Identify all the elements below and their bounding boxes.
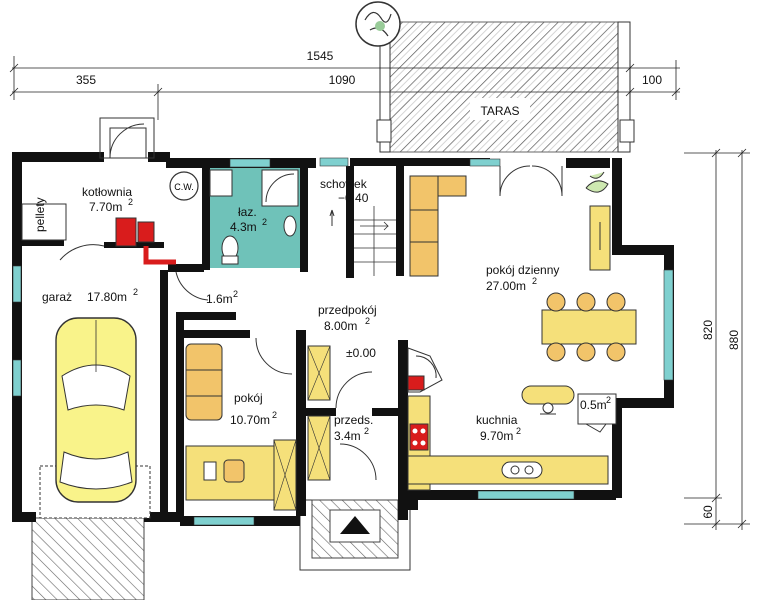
plant-icon [585, 171, 609, 193]
terrace-plant-icon [355, 1, 401, 47]
bathroom-fixtures [209, 169, 299, 265]
vestibule-area-sup: 2 [364, 426, 369, 436]
terrace-label: TARAS [480, 104, 519, 118]
wardrobe-icon [273, 439, 297, 511]
room-area-sup: 2 [272, 410, 277, 420]
windows [12, 157, 674, 526]
tv-cabinet-icon [589, 205, 611, 271]
entrance-steps [299, 499, 411, 571]
boiler-room-area: 7.70m [89, 200, 122, 214]
entry-door [339, 443, 377, 481]
stove-icon [409, 423, 429, 451]
corner-sofa-icon [409, 175, 467, 277]
dim-total-width: 1545 [307, 49, 334, 63]
living-room-area-sup: 2 [532, 276, 537, 286]
kitchen-stool-icon [540, 402, 556, 415]
bathroom-name: łaz. [238, 205, 257, 219]
boiler-room-door [99, 117, 155, 159]
storage-level: −0.40 [338, 191, 369, 205]
kitchen-name: kuchnia [476, 413, 518, 427]
sofa-icon [185, 343, 223, 421]
room-area: 10.70m [230, 413, 270, 427]
dim-bottom-60: 60 [701, 505, 715, 519]
wc-area: 1.6m [206, 292, 233, 306]
terrace-doors [499, 165, 563, 197]
vestibule-name: przeds. [334, 413, 373, 427]
dim-right-part: 1090 [329, 73, 356, 87]
fireplace-icon [407, 347, 443, 393]
water-heater-label: C.W. [174, 182, 194, 192]
pantry-door [585, 423, 607, 433]
hallway-door [335, 371, 373, 409]
zero-level: ±0.00 [346, 346, 376, 360]
pantry-area-sup: 2 [606, 395, 611, 405]
storage-name: schowek [320, 177, 368, 191]
car-icon [55, 317, 137, 503]
wc-area-sup: 2 [233, 289, 238, 299]
kitchen-area: 9.70m [480, 429, 513, 443]
wc-door [175, 271, 209, 301]
terrace: TARAS [376, 21, 635, 153]
dim-height-820: 820 [701, 320, 715, 340]
hallway-name: przedpokój [318, 303, 377, 317]
bathroom-area-sup: 2 [262, 217, 267, 227]
vestibule-area: 3.4m [334, 429, 361, 443]
stairs [354, 206, 396, 276]
garage-area: 17.80m [87, 290, 127, 304]
dimension-lines-right [684, 148, 750, 530]
living-room-area: 27.00m [486, 279, 526, 293]
garage-name: garaż [42, 290, 72, 304]
dim-height-880: 880 [727, 330, 741, 350]
boiler-room-area-sup: 2 [128, 197, 133, 207]
water-heater-icon: C.W. [169, 171, 199, 201]
stair-arrow-icon [329, 209, 335, 226]
hallway-area: 8.00m [324, 319, 357, 333]
boiler-icon [115, 217, 176, 265]
pantry [577, 393, 617, 425]
garage-boiler-door [59, 244, 105, 261]
kitchen-area-sup: 2 [516, 426, 521, 436]
driveway [31, 517, 145, 600]
hallway-wardrobe [307, 345, 331, 401]
hallway-area-sup: 2 [365, 316, 370, 326]
dim-terrace-ext: 100 [642, 73, 662, 87]
garage-area-sup: 2 [133, 287, 138, 297]
sink-icon [501, 461, 543, 479]
room-name: pokój [234, 391, 263, 405]
desk-icon [185, 445, 277, 501]
pantry-area: 0.5m [580, 398, 607, 412]
room-door [255, 337, 293, 375]
pellet-storage [21, 203, 67, 241]
pellet-label: pellety [33, 197, 47, 232]
dimension-lines-top [9, 56, 681, 120]
vestibule-wardrobe [307, 415, 331, 481]
bathroom-area: 4.3m [230, 220, 257, 234]
dim-left-part: 355 [76, 73, 96, 87]
living-room-name: pokój dzienny [486, 263, 559, 277]
dining-table-icon [541, 292, 637, 362]
boiler-room-name: kotłownia [82, 185, 132, 199]
